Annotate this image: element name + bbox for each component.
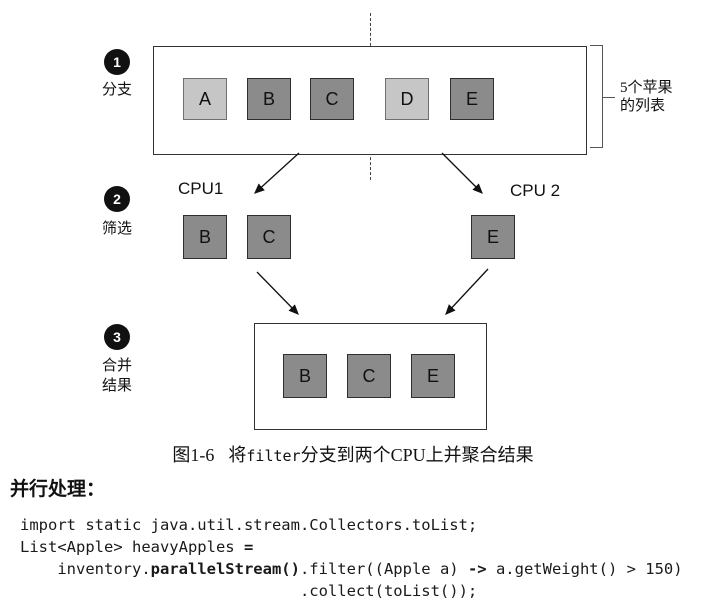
code-line-3-pre: inventory. <box>20 560 151 578</box>
figure-caption-text-post: 分支到两个CPU上并聚合结果 <box>300 445 534 465</box>
cpu2-apple-square-e: E <box>471 215 515 259</box>
code-line-3-mid: .filter((Apple a) <box>299 560 468 578</box>
step-3-badge: 3 <box>104 324 130 350</box>
code-parallel-stream-bold: parallelStream() <box>150 560 300 578</box>
flow-arrows <box>254 152 489 315</box>
cpu2-label: CPU 2 <box>510 181 561 200</box>
step-2-label: 筛选 <box>102 221 133 237</box>
code-lambda-arrow-bold: -> <box>467 560 487 578</box>
merged-apple-square-b: B <box>283 354 327 398</box>
code-line-4: .collect(toList()); <box>20 582 478 600</box>
apple-square-c: C <box>310 78 354 120</box>
cpu1-apple-square-b: B <box>183 215 227 259</box>
figure-caption-number: 图1-6 <box>172 445 215 465</box>
arrow-branch-to-cpu2 <box>441 152 483 194</box>
code-line-2-equals: = <box>243 538 254 556</box>
section-heading: 并行处理： <box>10 479 106 500</box>
list-bracket-label: 5个苹果 的列表 <box>620 80 673 114</box>
apple-square-e: E <box>450 78 494 120</box>
arrow-cpu2-to-merge <box>445 268 489 315</box>
arrow-cpu1-to-merge <box>256 271 299 315</box>
code-line-3-post: a.getWeight() > 150) <box>486 560 683 578</box>
cpu1-apple-square-c: C <box>247 215 291 259</box>
arrow-branch-to-cpu1 <box>254 152 300 194</box>
apple-square-d: D <box>385 78 429 120</box>
code-line-2: List<Apple> heavyApples <box>20 538 244 556</box>
apple-square-a: A <box>183 78 227 120</box>
step-1-label: 分支 <box>102 82 133 98</box>
figure-caption-code-word: filter <box>246 447 301 465</box>
code-block: import static java.util.stream.Collector… <box>20 514 683 602</box>
apple-square-b: B <box>247 78 291 120</box>
merged-apple-square-c: C <box>347 354 391 398</box>
figure-caption-text-pre: 将 <box>228 445 247 465</box>
merged-apple-square-e: E <box>411 354 455 398</box>
list-bracket <box>590 45 603 148</box>
step-1-badge: 1 <box>104 49 130 75</box>
step-3-label: 合并 结果 <box>102 358 133 394</box>
step-2-badge: 2 <box>104 186 130 212</box>
figure-caption: 图1-6 将filter分支到两个CPU上并聚合结果 <box>0 441 706 467</box>
cpu1-label: CPU1 <box>178 179 224 198</box>
code-line-1: import static java.util.stream.Collector… <box>20 516 478 534</box>
list-bracket-tick <box>603 97 615 98</box>
